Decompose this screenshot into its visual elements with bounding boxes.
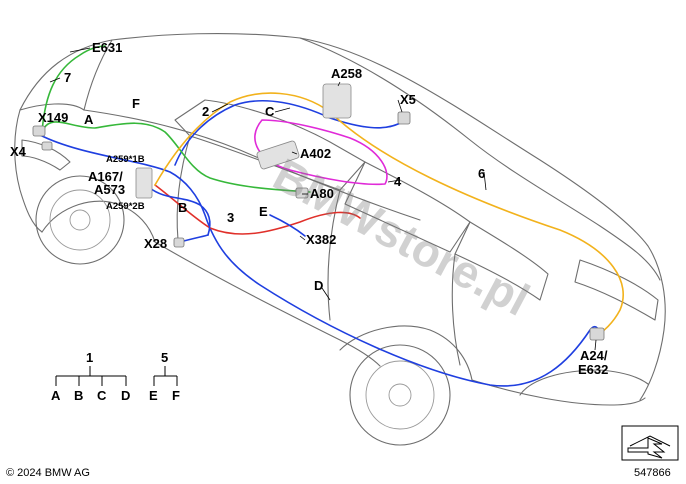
wire-red <box>154 184 361 235</box>
connector-x28 <box>173 237 185 248</box>
label-x149: X149 <box>38 110 68 125</box>
connector-x149 <box>32 125 46 137</box>
legend-1-branch-d: D <box>121 388 130 403</box>
legend-5-branch-e: E <box>149 388 158 403</box>
wire-green <box>41 121 311 193</box>
connector-x5 <box>397 111 411 125</box>
label-4: 4 <box>394 174 402 189</box>
legend-1-number: 1 <box>86 350 93 365</box>
label-a167: A167/ <box>88 169 123 184</box>
forward-arrow-icon <box>621 425 679 461</box>
label-b: B <box>178 200 187 215</box>
label-3: 3 <box>227 210 234 225</box>
components <box>32 83 605 341</box>
label-x4: X4 <box>10 144 27 159</box>
label-f: F <box>132 96 140 111</box>
wire-blue-b <box>149 187 211 236</box>
module-a258 <box>322 83 352 119</box>
label-d: D <box>314 278 323 293</box>
label-a258: A258 <box>331 66 362 81</box>
leader-lines <box>49 47 597 351</box>
label-e631: E631 <box>92 40 122 55</box>
label-a402: A402 <box>300 146 331 161</box>
label-c: C <box>265 104 275 119</box>
wire-blue-main <box>39 134 600 387</box>
label-6: 6 <box>478 166 485 181</box>
wire-green-top <box>41 45 106 133</box>
label-x5: X5 <box>400 92 416 107</box>
label-x28: X28 <box>144 236 167 251</box>
wire-blue-c <box>174 99 403 166</box>
connector-x4 <box>41 141 53 151</box>
copyright-text: © 2024 BMW AG <box>6 467 90 479</box>
label-a: A <box>84 112 94 127</box>
legend-1-branch-a: A <box>51 388 61 403</box>
legend-1-branch-c: C <box>97 388 107 403</box>
wire-x382 <box>269 214 306 237</box>
label-a573: A573 <box>94 182 125 197</box>
label-a24: A24/ <box>580 348 608 363</box>
legend-5-number: 5 <box>161 350 168 365</box>
label-x382: X382 <box>306 232 336 247</box>
legend-group-5: 5 E F <box>149 350 180 403</box>
connector-a80 <box>295 187 309 199</box>
legend-1-branch-b: B <box>74 388 83 403</box>
diagram-id: 547866 <box>634 467 671 479</box>
legend-5-branch-f: F <box>172 388 180 403</box>
module-a167-a573 <box>135 167 153 199</box>
label-a80: A80 <box>310 186 334 201</box>
module-a402 <box>256 140 300 170</box>
label-e632: E632 <box>578 362 608 377</box>
labels: E631 7 X149 A F X4 2 C A258 X5 A402 A259… <box>10 40 608 377</box>
legend-group-1: 1 A B C D <box>51 350 130 403</box>
car-outline <box>14 32 666 446</box>
label-7: 7 <box>64 70 71 85</box>
label-a259-2b: A259*2B <box>106 201 145 212</box>
label-2: 2 <box>202 104 209 119</box>
label-a259-1b: A259*1B <box>106 154 145 165</box>
label-e: E <box>259 204 268 219</box>
connector-a24-e632 <box>589 327 605 341</box>
